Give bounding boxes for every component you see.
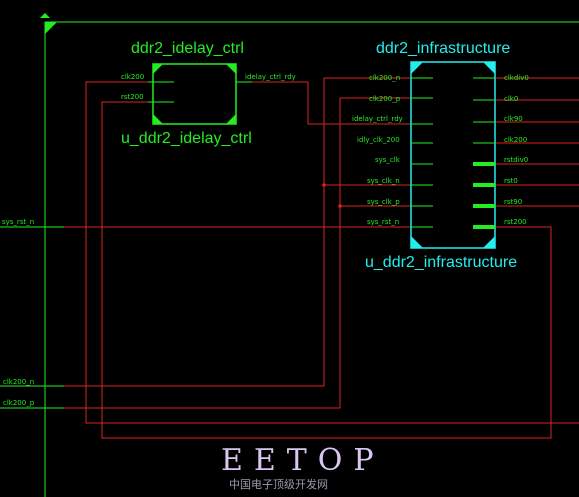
- net-clk200-ret[interactable]: [85, 81, 579, 424]
- idelay-pin-rst200[interactable]: rst200: [121, 93, 144, 101]
- net-wires: [0, 77, 579, 439]
- infra-pin-clkdiv0[interactable]: clkdiv0: [504, 74, 529, 82]
- infra-pin-rstdiv0[interactable]: rstdiv0: [504, 156, 528, 164]
- net-junction-sys-clk-p: [338, 204, 342, 208]
- watermark-title: EETOP: [221, 443, 385, 478]
- infra-pin-rst200[interactable]: rst200: [504, 218, 527, 226]
- port-label-sys-rst-n[interactable]: sys_rst_n: [2, 218, 34, 226]
- infra-pin-sys-rst-n[interactable]: sys_rst_n: [367, 218, 399, 226]
- watermark-subtitle: 中国电子顶级开发网: [229, 477, 328, 491]
- top-module-boundary: [40, 13, 579, 497]
- infra-output-bus-stubs: [473, 162, 495, 229]
- idelay-ctrl-block[interactable]: ddr2_idelay_ctrl u_ddr2_idelay_ctrl: [121, 40, 252, 147]
- net-junction-sys-clk-n: [322, 183, 326, 187]
- port-label-clk200-p[interactable]: clk200_p: [3, 399, 35, 407]
- idelay-pin-clk200[interactable]: clk200: [121, 73, 144, 81]
- idelay-instance-name: u_ddr2_idelay_ctrl: [121, 130, 252, 147]
- idelay-pin-idelay-ctrl-rdy[interactable]: idelay_ctrl_rdy: [245, 73, 296, 81]
- infra-pin-clk200-n[interactable]: clk200_n: [369, 74, 400, 82]
- net-rst200[interactable]: [101, 101, 552, 439]
- infra-pin-sys-clk-p[interactable]: sys_clk_p: [367, 198, 400, 206]
- infra-pin-clk90[interactable]: clk90: [504, 115, 523, 123]
- infra-pin-clk200-p[interactable]: clk200_p: [369, 95, 401, 103]
- infra-input-stubs: [411, 77, 433, 228]
- infra-pin-idly-clk-200[interactable]: idly_clk_200: [357, 136, 400, 144]
- idelay-module-name: ddr2_idelay_ctrl: [131, 40, 244, 57]
- port-label-clk200-n[interactable]: clk200_n: [3, 378, 34, 386]
- infra-pin-clk0[interactable]: clk0: [504, 95, 518, 103]
- net-clk200-n[interactable]: [64, 77, 433, 387]
- infra-pin-idelay-ctrl-rdy[interactable]: idelay_ctrl_rdy: [352, 115, 403, 123]
- infra-output-stubs: [473, 77, 495, 144]
- infra-pin-rst90[interactable]: rst90: [504, 198, 522, 206]
- infrastructure-block[interactable]: ddr2_infrastructure u_ddr2_infrastructur…: [365, 40, 517, 271]
- top-port-stubs: [0, 226, 64, 409]
- infra-pin-rst0[interactable]: rst0: [504, 177, 518, 185]
- infra-instance-name: u_ddr2_infrastructure: [365, 254, 517, 271]
- infra-pin-sys-clk-n[interactable]: sys_clk_n: [367, 177, 400, 185]
- net-idelay-ctrl-rdy[interactable]: [236, 81, 433, 125]
- infra-pin-clk200[interactable]: clk200: [504, 136, 527, 144]
- infra-pin-sys-clk[interactable]: sys_clk: [375, 156, 401, 164]
- infra-module-name: ddr2_infrastructure: [376, 40, 510, 57]
- net-clk200-p[interactable]: [64, 97, 433, 409]
